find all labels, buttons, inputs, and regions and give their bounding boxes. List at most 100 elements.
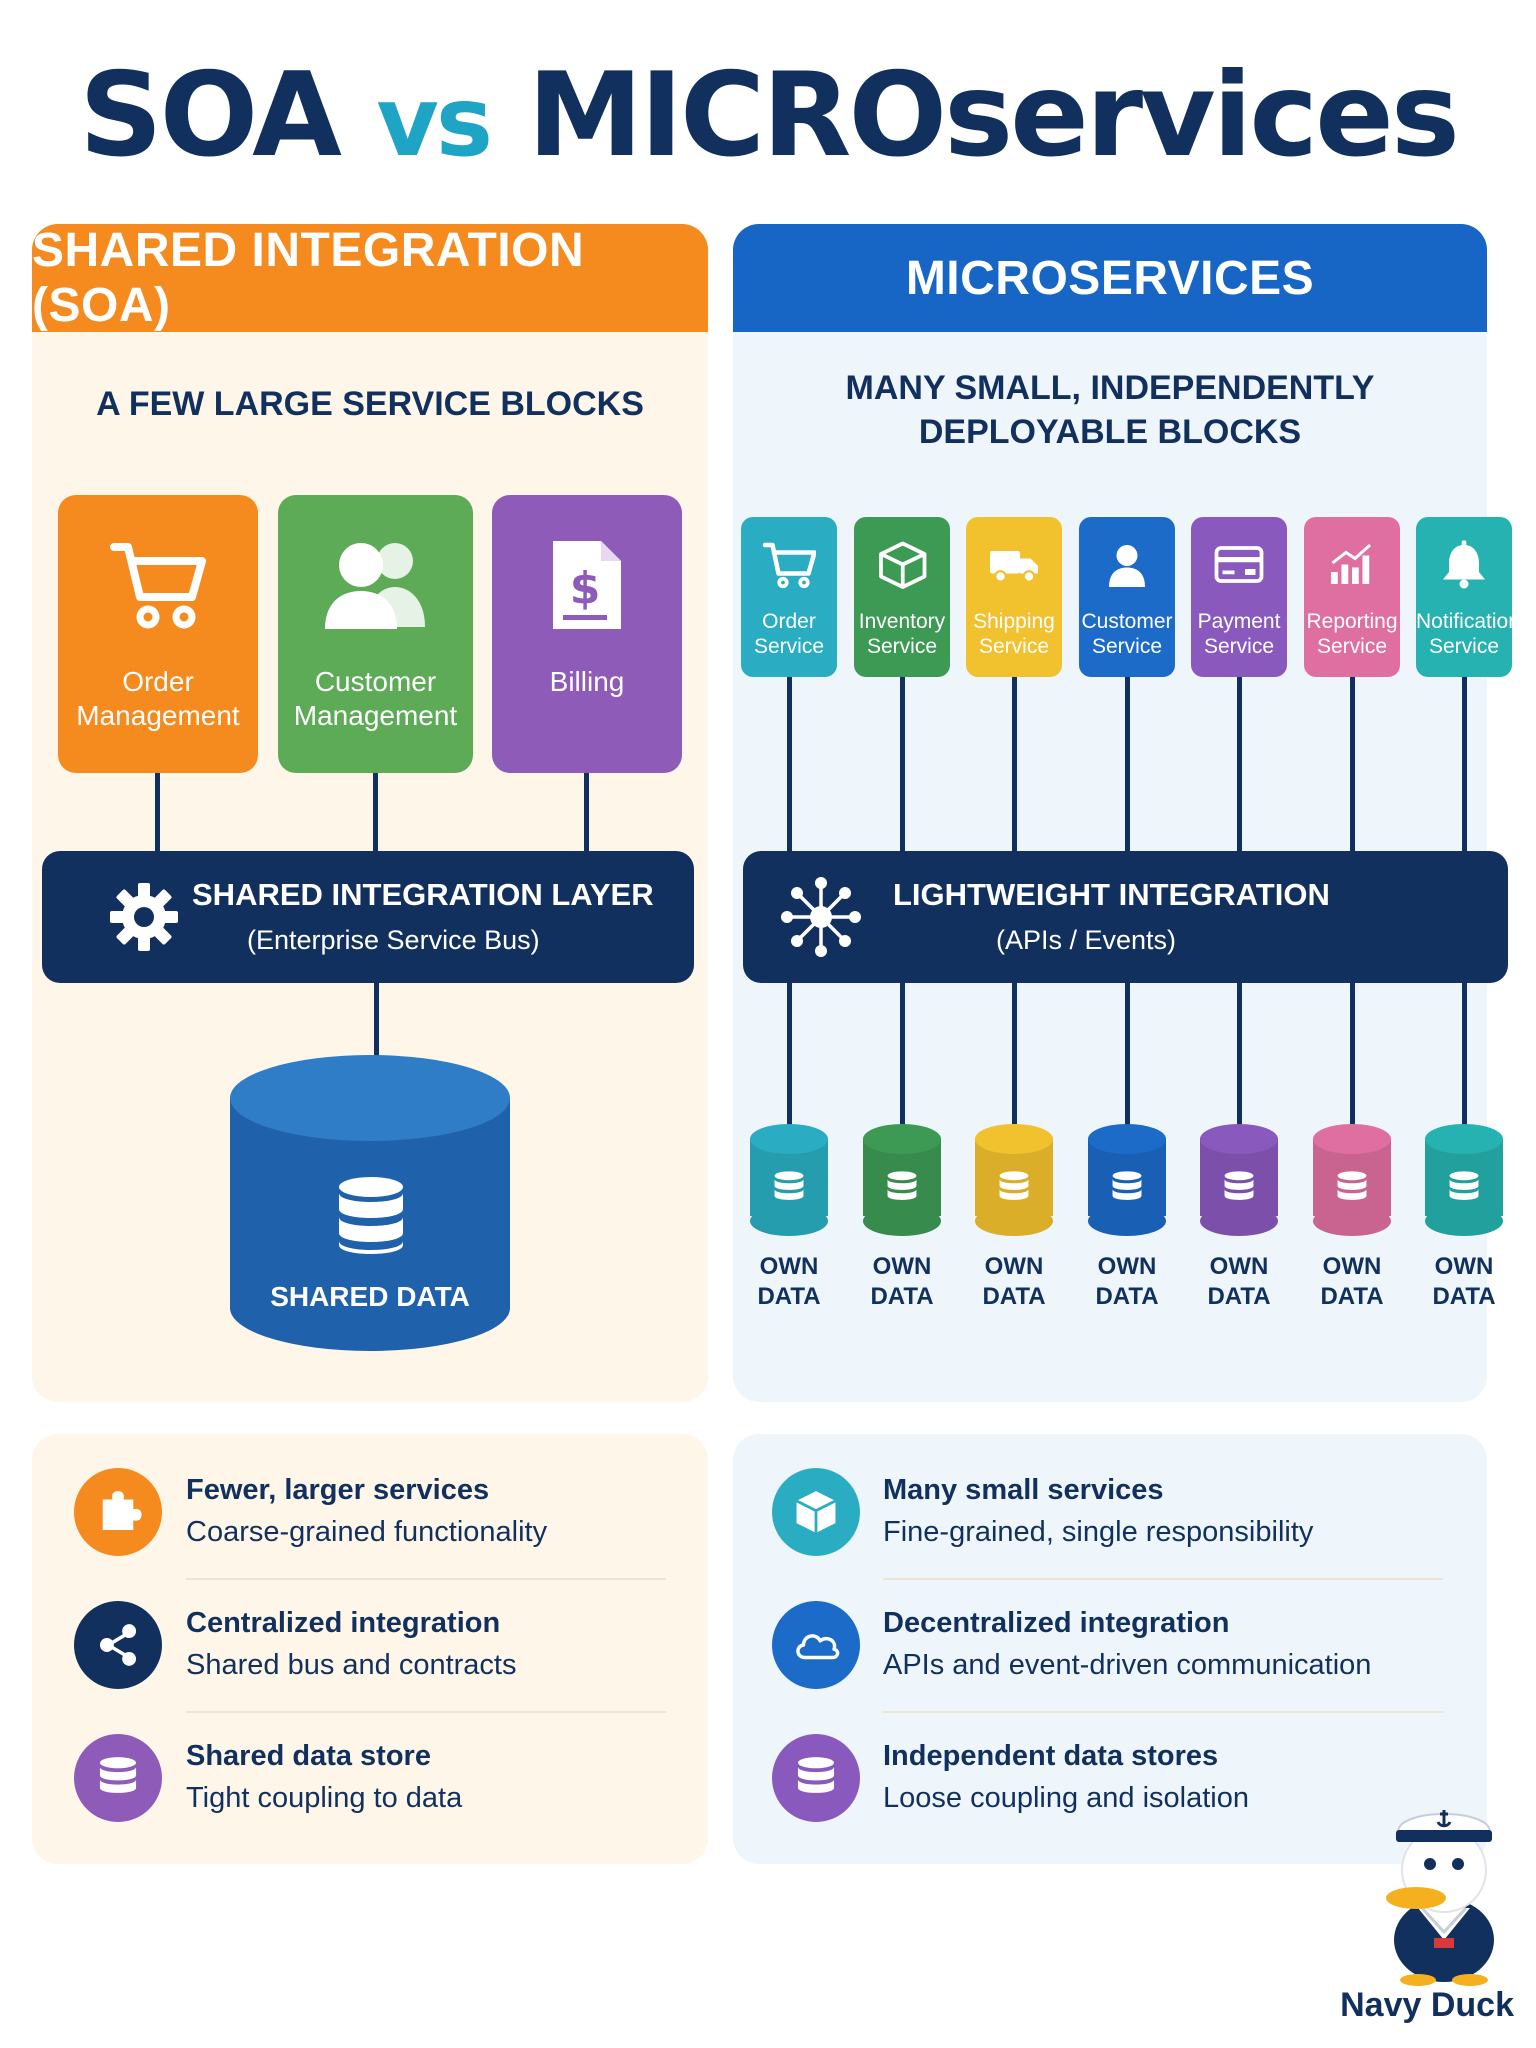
layer-title: SHARED INTEGRATION LAYER bbox=[192, 877, 654, 912]
bell-icon bbox=[1443, 540, 1485, 589]
feature-description: Coarse-grained functionality bbox=[186, 1516, 548, 1548]
user-icon bbox=[1109, 545, 1145, 587]
connector bbox=[155, 773, 160, 853]
database-icon bbox=[1224, 1171, 1254, 1200]
database-icon bbox=[999, 1171, 1029, 1200]
database-icon bbox=[1449, 1171, 1479, 1200]
own-data-store-notification bbox=[1425, 1124, 1503, 1238]
feature-description: Loose coupling and isolation bbox=[883, 1782, 1249, 1814]
feature-title: Shared data store bbox=[186, 1740, 431, 1772]
share-icon bbox=[99, 1624, 137, 1666]
page-title: SOA vs MICROservices bbox=[0, 52, 1536, 180]
own-data-store-customer bbox=[1088, 1124, 1166, 1238]
feature-title: Many small services bbox=[883, 1474, 1164, 1506]
connector bbox=[1350, 677, 1355, 853]
database-icon bbox=[774, 1171, 804, 1200]
soa-block-label: Billing bbox=[549, 666, 625, 697]
feature-title: Decentralized integration bbox=[883, 1607, 1230, 1639]
feature-divider bbox=[186, 1711, 666, 1713]
truck-icon bbox=[990, 551, 1038, 583]
connector bbox=[1012, 981, 1017, 1131]
feature-description: APIs and event-driven communication bbox=[883, 1649, 1372, 1681]
feature-title: Independent data stores bbox=[883, 1740, 1219, 1772]
database-icon bbox=[797, 1757, 835, 1793]
soa-subtitle: A FEW LARGE SERVICE BLOCKS bbox=[96, 385, 644, 423]
own-data-store-reporting bbox=[1313, 1124, 1391, 1238]
users-icon bbox=[324, 543, 425, 629]
feature-title: Fewer, larger services bbox=[186, 1474, 490, 1506]
connector bbox=[787, 981, 792, 1131]
connector bbox=[1237, 981, 1242, 1131]
database-icon bbox=[1112, 1171, 1142, 1200]
gear-icon bbox=[110, 883, 178, 951]
feature-divider bbox=[883, 1578, 1443, 1580]
shared-integration-layer: SHARED INTEGRATION LAYER (Enterprise Ser… bbox=[42, 851, 694, 983]
credit-card-icon bbox=[1214, 546, 1264, 583]
connector bbox=[374, 981, 379, 1111]
connector bbox=[900, 981, 905, 1131]
connector bbox=[1125, 981, 1130, 1131]
svg-text:$: $ bbox=[570, 563, 601, 614]
connector bbox=[1012, 677, 1017, 853]
layer-title: LIGHTWEIGHT INTEGRATION bbox=[893, 877, 1330, 912]
shopping-cart-icon bbox=[762, 542, 816, 589]
network-icon bbox=[781, 877, 861, 957]
feature-database-icon-badge bbox=[772, 1734, 860, 1822]
database-icon bbox=[887, 1171, 917, 1200]
own-data-store-shipping bbox=[975, 1124, 1053, 1238]
feature-description: Shared bus and contracts bbox=[186, 1649, 517, 1681]
connector bbox=[584, 773, 589, 853]
layer-subtitle: (Enterprise Service Bus) bbox=[247, 925, 540, 955]
connector bbox=[1350, 981, 1355, 1131]
database-icon bbox=[339, 1177, 403, 1254]
cube-icon bbox=[795, 1491, 837, 1533]
connector bbox=[373, 773, 378, 853]
shared-data-label: SHARED DATA bbox=[270, 1281, 470, 1312]
title-microservices: MICROservices bbox=[527, 48, 1459, 183]
own-data-store-inventory bbox=[863, 1124, 941, 1238]
title-soa: SOA bbox=[79, 48, 342, 183]
cloud-icon bbox=[796, 1634, 840, 1660]
connector bbox=[1125, 677, 1130, 853]
soa-block-billing[interactable]: $ Billing bbox=[492, 495, 682, 773]
feature-divider bbox=[186, 1578, 666, 1580]
feature-cloud-icon-badge bbox=[772, 1601, 860, 1689]
layer-subtitle: (APIs / Events) bbox=[996, 925, 1177, 955]
database-icon bbox=[99, 1757, 137, 1793]
feature-description: Tight coupling to data bbox=[186, 1782, 463, 1814]
connector bbox=[900, 677, 905, 853]
feature-database-icon-badge bbox=[74, 1734, 162, 1822]
feature-share-icon-badge bbox=[74, 1601, 162, 1689]
feature-description: Fine-grained, single responsibility bbox=[883, 1516, 1314, 1548]
puzzle-icon bbox=[102, 1491, 142, 1531]
feature-puzzle-icon-badge bbox=[74, 1468, 162, 1556]
database-icon bbox=[1337, 1171, 1367, 1200]
feature-title: Centralized integration bbox=[186, 1607, 501, 1639]
bar-chart-icon bbox=[1331, 543, 1372, 584]
box-icon bbox=[879, 541, 927, 589]
